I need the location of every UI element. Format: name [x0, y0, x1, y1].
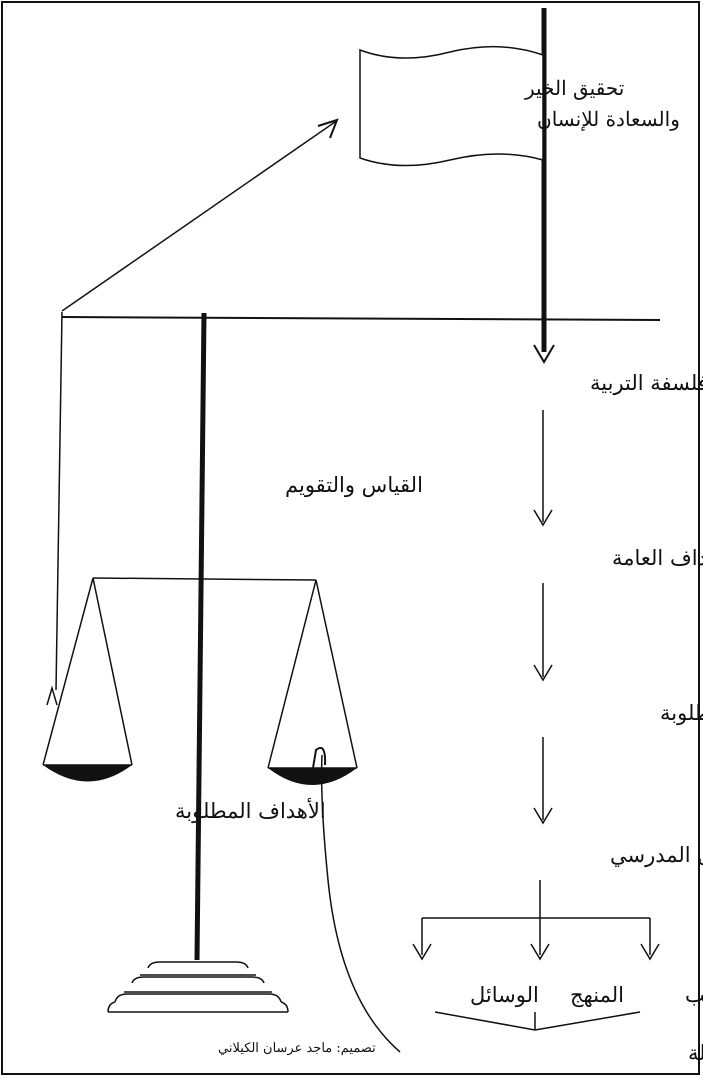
flow-required-equations: المعادلات العملية المطلوبة	[660, 701, 703, 726]
merge-right	[534, 1011, 641, 1031]
scale-stand-base	[107, 961, 289, 1013]
left-pan-bowl	[43, 765, 132, 782]
diagonal-arrow-line	[61, 121, 336, 312]
diagonal-arrow-icon	[317, 118, 339, 139]
flow-curriculum: المنهج	[570, 983, 624, 1008]
arrow-icon-3	[533, 807, 553, 825]
pole-arrow-icon	[533, 344, 555, 364]
right-pan-bowl	[268, 768, 357, 785]
left-pan-string-1	[42, 577, 94, 766]
branch-arrow-mid-icon	[530, 943, 550, 961]
merge-left	[434, 1011, 536, 1031]
flow-methods: الأساليب	[685, 981, 703, 1007]
top-horizontal-bar	[61, 316, 661, 321]
right-pan-string-2	[315, 579, 358, 769]
branch-arrow-left-icon	[412, 943, 432, 961]
left-pan-hook-icon	[46, 685, 58, 706]
arrow-icon-2	[533, 664, 553, 682]
feedback-curve	[320, 754, 401, 1053]
required-goals-label: الأهداف المطلوبة	[175, 797, 326, 824]
flow-philosophy: فلسفة التربية	[590, 371, 703, 396]
flow-achieved-equations: المعادلات العملية الحاصلة	[688, 1041, 703, 1065]
scale-central-pole	[194, 312, 207, 961]
designer-credit: تصميم: ماجد عرسان الكيلاني	[218, 1041, 376, 1056]
flow-general-goals: الأهداف العامة	[612, 544, 703, 570]
left-vertical-line	[55, 311, 63, 691]
arrow-icon-1	[533, 509, 553, 527]
scale-beam	[92, 577, 317, 581]
right-pan-hook-icon	[312, 746, 327, 769]
flag-shape	[359, 45, 544, 167]
flag-text-line1: تحقيق الخير	[524, 76, 624, 100]
flow-means: الوسائل	[470, 983, 539, 1008]
branch-arrow-right-icon	[640, 943, 660, 961]
flow-school-work: العمل المدرسي	[610, 843, 703, 868]
left-pan-string-2	[92, 577, 133, 766]
flag-text-line2: والسعادة للإنسان	[537, 107, 680, 132]
right-pan-string-1	[267, 579, 317, 769]
measurement-label: القياس والتقويم	[285, 473, 423, 498]
